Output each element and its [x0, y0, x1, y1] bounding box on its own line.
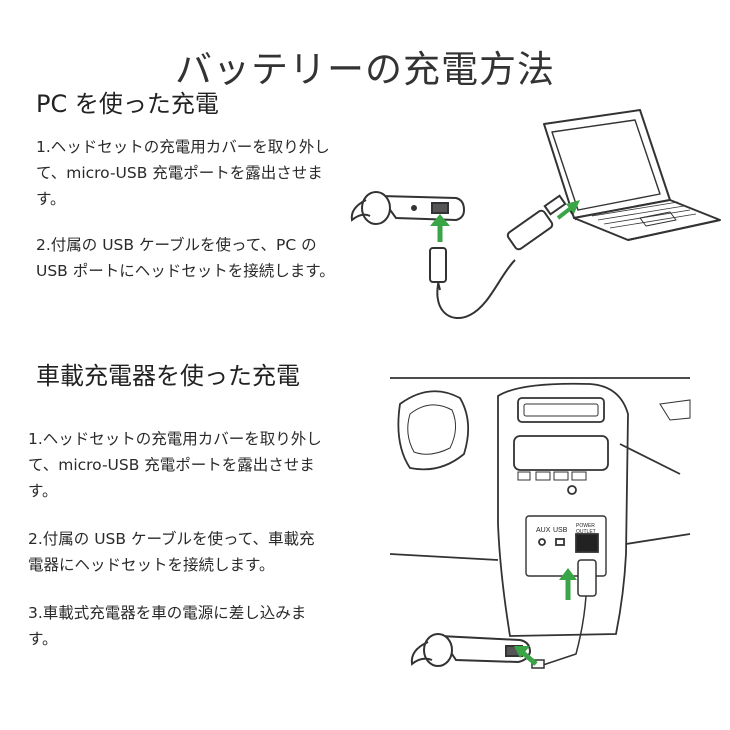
- car-dashboard-icon: [390, 377, 691, 637]
- pc-step-2: 2.付属の USB ケーブルを使って、PC の USB ポートにヘッドセットを接…: [36, 232, 335, 284]
- pc-step-1-line-1: 1.ヘッドセットの充電用カバーを取り外し: [36, 138, 330, 156]
- car-step-2-line-2: 電器にヘッドセットを接続します。: [28, 556, 275, 574]
- car-step-3-line-1: 3.車載式充電器を車の電源に差し込みま: [28, 604, 307, 622]
- insert-arrow-icon: [559, 568, 577, 600]
- car-step-1: 1.ヘッドセットの充電用カバーを取り外し て、micro-USB 充電ポートを露…: [28, 426, 322, 504]
- pc-step-2-line-2: USB ポートにヘッドセットを接続します。: [36, 262, 335, 280]
- car-step-2-line-1: 2.付属の USB ケーブルを使って、車載充: [28, 530, 315, 548]
- car-charger-icon: [531, 559, 597, 669]
- power-outlet-label-2: OUTLET: [576, 529, 596, 535]
- pc-step-2-line-1: 2.付属の USB ケーブルを使って、PC の: [36, 236, 317, 254]
- section-heading-pc: PC を使った充電: [36, 90, 219, 118]
- laptop-icon: [543, 109, 721, 241]
- usb-cable-icon: [429, 194, 567, 320]
- pc-charging-illustration: [350, 109, 721, 320]
- car-step-3: 3.車載式充電器を車の電源に差し込みま す。: [28, 600, 306, 652]
- pc-step-1: 1.ヘッドセットの充電用カバーを取り外し て、micro-USB 充電ポートを露…: [36, 134, 330, 212]
- pc-step-1-line-3: す。: [36, 190, 66, 208]
- car-step-2: 2.付属の USB ケーブルを使って、車載充 電器にヘッドセットを接続します。: [28, 526, 314, 578]
- usb-label: USB: [553, 527, 568, 534]
- car-step-1-line-3: す。: [28, 482, 58, 500]
- insert-arrow-icon: [514, 646, 538, 666]
- power-outlet-label-1: POWER: [576, 523, 595, 529]
- car-step-1-line-1: 1.ヘッドセットの充電用カバーを取り外し: [28, 430, 322, 448]
- car-charging-illustration: AUX USB POWER OUTLET: [390, 377, 691, 669]
- insert-arrow-icon: [430, 214, 450, 242]
- section-heading-car: 車載充電器を使った充電: [36, 362, 300, 390]
- car-step-3-line-2: す。: [28, 630, 58, 648]
- page-title: バッテリーの充電方法: [175, 47, 555, 91]
- pc-step-1-line-2: て、micro-USB 充電ポートを露出させま: [36, 164, 323, 182]
- aux-label: AUX: [536, 527, 551, 534]
- car-panel-labels: AUX USB POWER OUTLET: [536, 523, 596, 535]
- headset-icon: [350, 191, 466, 225]
- car-step-1-line-2: て、micro-USB 充電ポートを露出させま: [28, 456, 315, 474]
- insert-arrow-icon: [556, 200, 580, 220]
- headset-icon: [410, 633, 532, 667]
